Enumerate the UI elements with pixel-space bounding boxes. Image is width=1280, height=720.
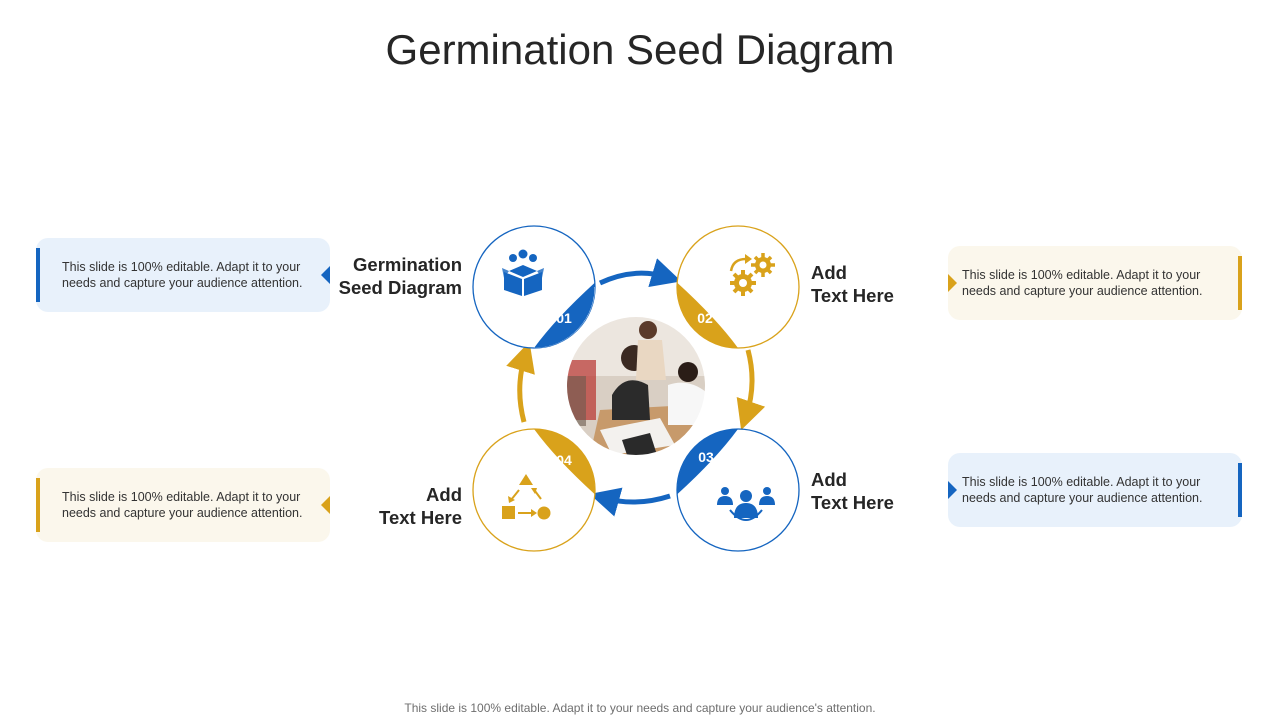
step-number: 03 xyxy=(698,449,714,465)
step-number: 01 xyxy=(556,310,572,326)
step-circle-03: 03 xyxy=(677,429,799,551)
footer-note: This slide is 100% editable. Adapt it to… xyxy=(0,701,1280,715)
arrow-03-to-04 xyxy=(604,496,670,502)
arrow-02-to-03 xyxy=(746,350,752,416)
step-circle-02: 02 xyxy=(677,226,799,348)
step-circle-04: 04 xyxy=(473,429,595,551)
arrow-01-to-02 xyxy=(600,273,667,283)
arrow-04-to-01 xyxy=(520,356,525,422)
step-circle-01: 01 xyxy=(473,226,595,348)
step-number: 02 xyxy=(697,310,713,326)
step-number: 04 xyxy=(556,452,572,468)
